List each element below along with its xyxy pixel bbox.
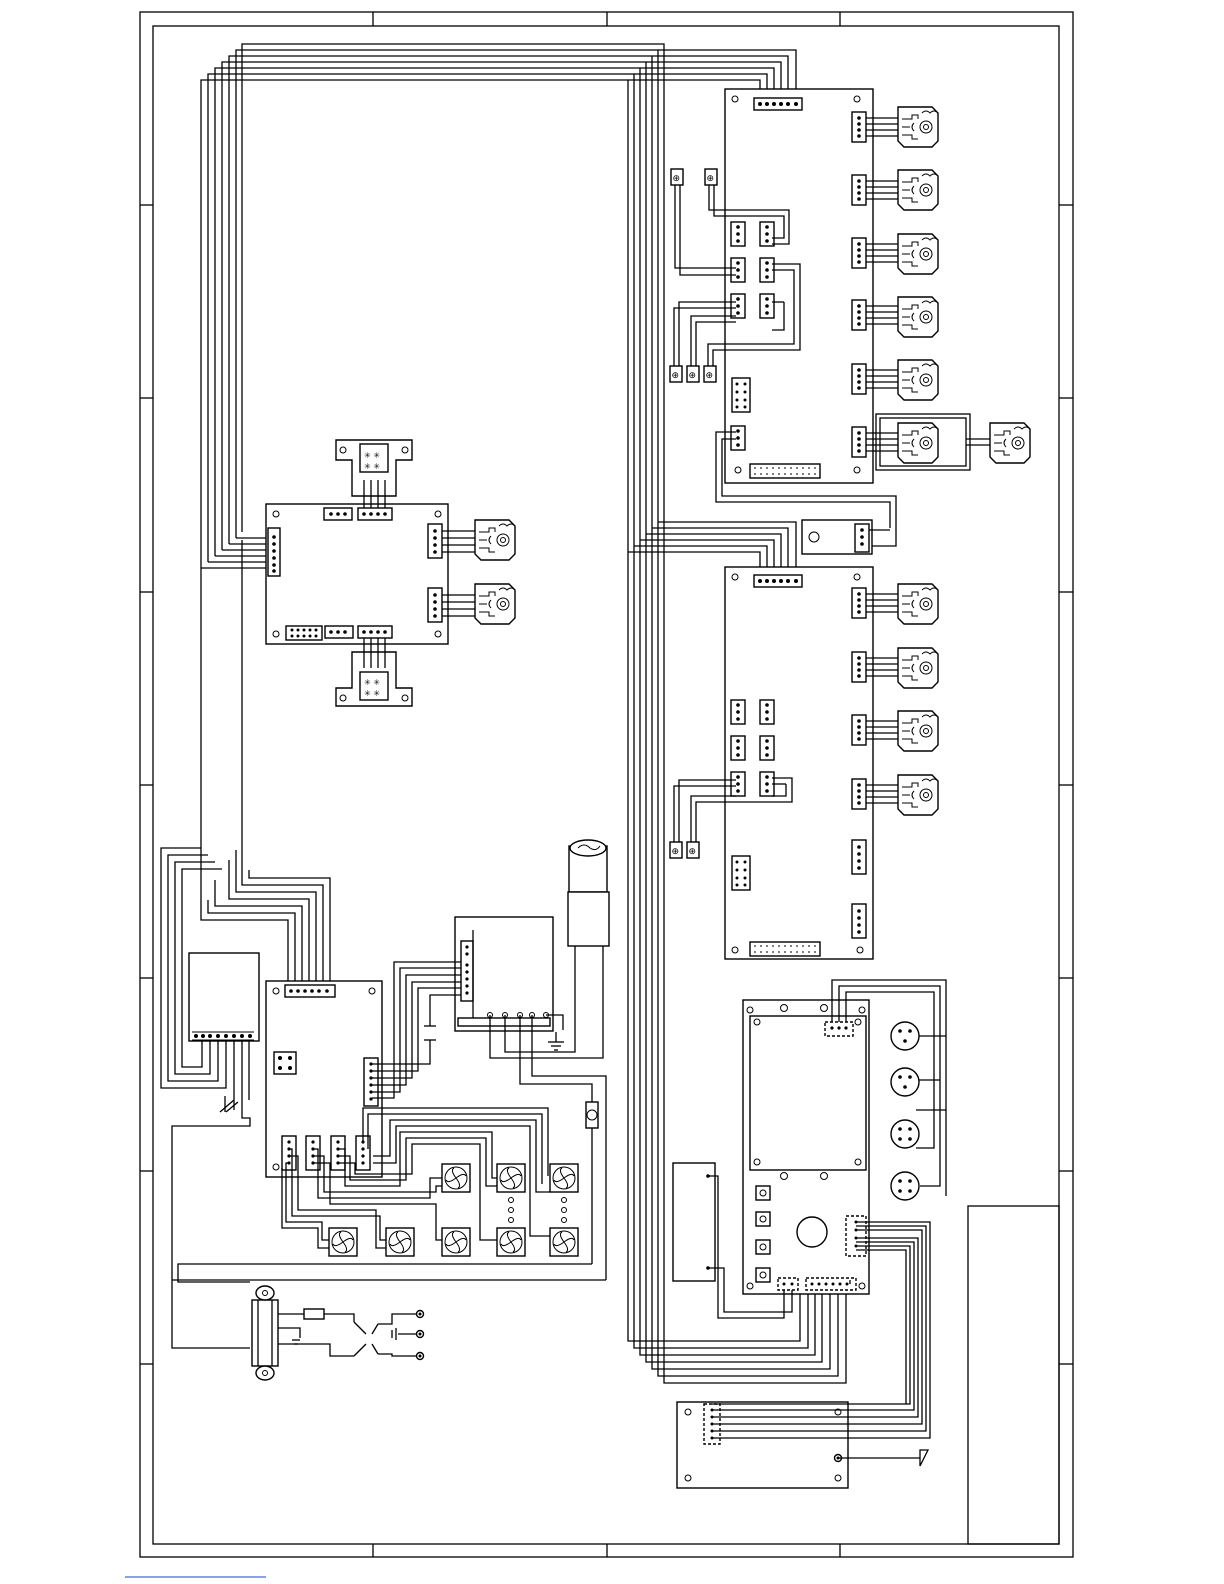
stepper-motor-icon: [898, 107, 938, 147]
stepper-motor-icon: [990, 423, 1030, 463]
svg-text:✳ ✳: ✳ ✳: [364, 451, 380, 460]
stepper-motor-icon: [898, 297, 938, 337]
fan-icon: [550, 1164, 578, 1192]
svg-text:⊕: ⊕: [707, 174, 715, 184]
svg-text:⊕: ⊕: [672, 371, 680, 381]
sensor-bracket: [802, 520, 890, 554]
left-control-board: [266, 504, 448, 644]
fan-icon: [329, 1228, 357, 1256]
sensor-mount-top: ✳ ✳ ✳ ✳: [336, 440, 412, 508]
stepper-motor-icon: [898, 423, 938, 463]
interface-board: [677, 1402, 928, 1488]
stepper-motor-icon: [475, 584, 515, 624]
power-board: [266, 981, 382, 1177]
dice-connector: [274, 1052, 296, 1074]
frame-zone-ticks-left: [140, 205, 153, 1364]
top-right-board: [725, 89, 873, 483]
ground-icon: [548, 1032, 564, 1050]
stepper-motor-icon: [898, 711, 938, 751]
fan-icon: [497, 1164, 525, 1192]
svg-text:⊕: ⊕: [672, 847, 680, 857]
inline-fuse-icon: [586, 1102, 598, 1264]
svg-text:⊕: ⊕: [706, 371, 714, 381]
board-header-connector: [268, 528, 280, 576]
power-switch-icon: [278, 1314, 420, 1356]
svg-text:⊕: ⊕: [673, 174, 681, 184]
encoder-knob-icon: [797, 1217, 827, 1247]
left-supply-wiring: [161, 848, 259, 1348]
sensor-mount-bottom: ✳ ✳ ✳ ✳: [336, 638, 412, 706]
supply-module: [189, 953, 259, 1041]
middle-right-board: ⊕ ⊕: [670, 567, 873, 959]
frame-zone-ticks-right: [1059, 205, 1073, 1364]
lamp-icon: [568, 840, 609, 946]
stepper-motor-icon: [898, 648, 938, 688]
stepper-motor-icon: [898, 584, 938, 624]
stepper-motor-icon: [898, 360, 938, 400]
svg-text:⊕: ⊕: [689, 847, 697, 857]
stepper-motor-icon: [898, 234, 938, 274]
chassis-ground-icon: [220, 1096, 238, 1112]
svg-text:✳ ✳: ✳ ✳: [364, 462, 380, 471]
stepper-motor-icon: [898, 775, 938, 815]
fan-icon: [386, 1228, 414, 1256]
stepper-motor-icon: [898, 170, 938, 210]
antenna-icon: [920, 1450, 928, 1466]
title-block: [968, 1206, 1059, 1544]
top-right-motors: [852, 107, 1030, 470]
control-panel: [743, 1000, 869, 1294]
fan-icon: [550, 1228, 578, 1256]
fuse-icon: [278, 1309, 354, 1322]
left-board-motors: [442, 520, 515, 624]
power-entry: [252, 1286, 424, 1380]
svg-text:✳ ✳: ✳ ✳: [364, 678, 380, 687]
fan-icon: [442, 1228, 470, 1256]
psu-block: [372, 917, 606, 1280]
fan-icon: [497, 1228, 525, 1256]
stepper-motor-icon: [475, 520, 515, 560]
fan-icon: [442, 1164, 470, 1192]
svg-text:✳ ✳: ✳ ✳: [364, 689, 380, 698]
svg-text:⊕: ⊕: [689, 371, 697, 381]
